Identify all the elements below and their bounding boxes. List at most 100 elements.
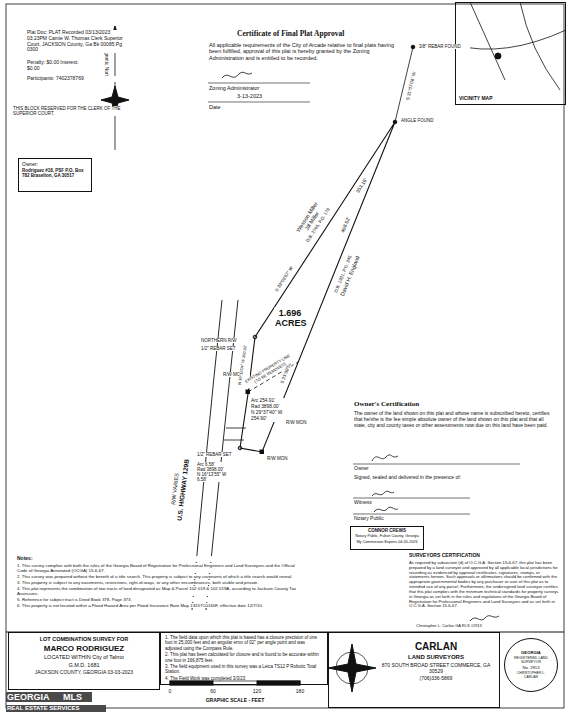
watermark: GEORGIA <box>6 692 62 702</box>
node-text: 2. This plat has been calculated for clo… <box>165 652 323 663</box>
node-text: GEORGIA <box>510 650 552 655</box>
note: 3. This property is subject to any easem… <box>16 580 304 585</box>
recording-stamp: Plat Doc: PLAT Recorded 03/13/2023 03:23… <box>26 30 126 53</box>
note: 1. This survey complies with both the ru… <box>16 563 304 573</box>
signature-line <box>353 464 520 465</box>
bearing: S 33°09'57" W <box>273 265 294 294</box>
corner-pin <box>411 45 415 49</box>
road-name: U.S. HIGHWAY 129B <box>176 458 191 523</box>
distance: 468.52' <box>340 215 352 234</box>
signature-caption: Notary Public <box>353 516 413 522</box>
vicinity-road <box>455 30 566 49</box>
certification-title: SURVEYORS CERTIFICATION <box>408 553 558 559</box>
node-text: (706)336-5869 <box>377 675 495 681</box>
node-text: Owner: <box>22 161 88 167</box>
note: 5. Reference for subject tract is Deed B… <box>16 597 304 602</box>
certification-body: The owner of the land shown on this plat… <box>353 411 558 428</box>
node-text: LOT COMBINATION SURVEY FOR <box>13 636 155 643</box>
node-text: My Commission Expires 04-05-2026 <box>353 540 421 545</box>
node-text: REGISTERED LAND SURVEYOR <box>510 656 552 665</box>
corner-label: ANGLE FOUND <box>400 118 448 123</box>
surveyor-firm: CARLANLAND SURVEYORS870 SOUTH BROAD STRE… <box>328 632 500 708</box>
node-text: No. 2913 <box>510 665 552 670</box>
node-text: 870 SOUTH BROAD STREET COMMERCE, GA 3052… <box>377 662 495 674</box>
rw-label: NORTHERN R/W <box>200 338 250 343</box>
watermark: MLS <box>62 692 92 702</box>
signature <box>372 455 398 461</box>
corner-pin <box>393 120 397 124</box>
node-text: LOCATED WITHIN City of Talmo <box>13 654 155 661</box>
signature-caption: Date <box>208 104 248 110</box>
signature <box>374 507 398 512</box>
bearing: S 31°07'06" W <box>405 70 417 101</box>
recording-stamp: Participants: 7402378769 <box>26 76 136 82</box>
signature-caption: Signed, sealed and delivered in the pres… <box>353 475 473 481</box>
certificate-title: Certificate of Final Plat Approval <box>236 30 436 39</box>
rw-monument <box>260 450 264 454</box>
surveyor-name: Christopher L. Carlan GA RLS #2913 <box>415 624 535 629</box>
node-text: G.M.D. 1681 <box>13 662 155 669</box>
notes-heading: Notes: <box>16 556 304 562</box>
node-text: 3. The field equipment used in this surv… <box>165 664 323 675</box>
curve-data: Arc 254.91' <box>250 398 284 404</box>
scale-number: 120 <box>252 689 262 695</box>
signature <box>372 491 394 496</box>
distance: 353.16' <box>354 177 369 195</box>
scale-caption: GRAPHIC SCALE - FEET <box>205 698 266 704</box>
node-text: LAND SURVEYORS <box>377 654 495 661</box>
clerk-note: THIS BLOCK RESERVED FOR THE CLERK OF THE… <box>12 106 132 116</box>
owner-box: Owner:Rodriguez #18, PSF P.O. Box 782 Br… <box>18 158 92 192</box>
signature-line <box>208 102 310 103</box>
node-text: VICINITY MAP <box>459 95 562 101</box>
curve-data: 6.58' <box>196 477 236 482</box>
field-notes: 1. The field data upon which this plat i… <box>160 632 328 685</box>
node-text: 4. The Field Work was completed 3/3/23 <box>165 676 323 681</box>
note: 4. This plat represents the combination … <box>16 586 304 596</box>
approval-date: 3-13-2023 <box>236 93 296 99</box>
node-text: Rodriguez #18, PSF P.O. Box 782 Braselto… <box>22 168 88 179</box>
node-text: 1. The field data upon which this plat i… <box>165 635 323 651</box>
certificate-body: All applicable requirements of the City … <box>208 42 398 61</box>
scale-number: 0 <box>168 689 173 695</box>
notes-list: Notes:1. This survey complies with both … <box>16 556 304 609</box>
vicinity-map: VICINITY MAP <box>455 2 566 105</box>
signature-caption: Zoning Administrator <box>208 85 308 91</box>
node-text: CARLAN <box>377 641 495 653</box>
compass-rose <box>328 644 376 692</box>
node-text: CONNOR CREWS <box>353 528 421 533</box>
watermark: REAL ESTATE SERVICES <box>6 705 106 712</box>
node-text: MARCO RODRIGUEZ <box>13 644 155 654</box>
corner-pin <box>238 446 242 450</box>
curve-data: 254.90' <box>250 416 284 422</box>
corner-pin <box>253 335 257 339</box>
signature-line <box>353 514 470 515</box>
signature-caption: Witness <box>353 500 413 506</box>
signature-caption: Owner <box>353 466 413 472</box>
node-text: CHRISTOPHER L. CARLAN <box>510 671 552 679</box>
monument-label: R/W MON <box>285 420 315 425</box>
acreage: 1.696 ACRES <box>274 308 306 329</box>
signature-line <box>208 83 310 84</box>
monument-label: 1/2" REBAR SET <box>196 452 238 457</box>
recording-stamp: Penalty: $0.00 Interest: $0.00 <box>26 60 86 72</box>
notary-seal: CONNOR CREWSNotary Public, Fulton County… <box>350 526 424 550</box>
vicinity-road <box>470 2 505 80</box>
monument-label: R/W MON <box>266 456 296 461</box>
node-text: Notary Public, Fulton County, Georgia <box>353 534 421 539</box>
curve-data: Rad 3898.00' <box>250 404 284 410</box>
title-block: LOT COMBINATION SURVEY FORMARCO RODRIGUE… <box>8 632 160 690</box>
signature <box>470 616 499 621</box>
vicinity-site <box>495 53 501 59</box>
note: 6. This property is not located within a… <box>16 603 304 608</box>
signature-line <box>353 498 470 499</box>
node-text: JACKSON COUNTY, GEORGIA 03-03-2023 <box>13 669 155 675</box>
certification-title: Owner's Certification <box>353 400 553 408</box>
surveyor-seal: GEORGIAREGISTERED LAND SURVEYORNo. 2913C… <box>504 638 558 692</box>
monument-label: R/W MON <box>222 372 250 377</box>
corner-label: 3/8" REBAR FOUND <box>418 44 470 49</box>
vicinity-road <box>520 2 560 90</box>
curve-data: N 29°37'40" W <box>250 410 284 416</box>
rw-monument <box>246 390 250 394</box>
certification-body: As required by subsection (d) of O.C.G.A… <box>408 561 562 609</box>
signature <box>222 72 252 78</box>
